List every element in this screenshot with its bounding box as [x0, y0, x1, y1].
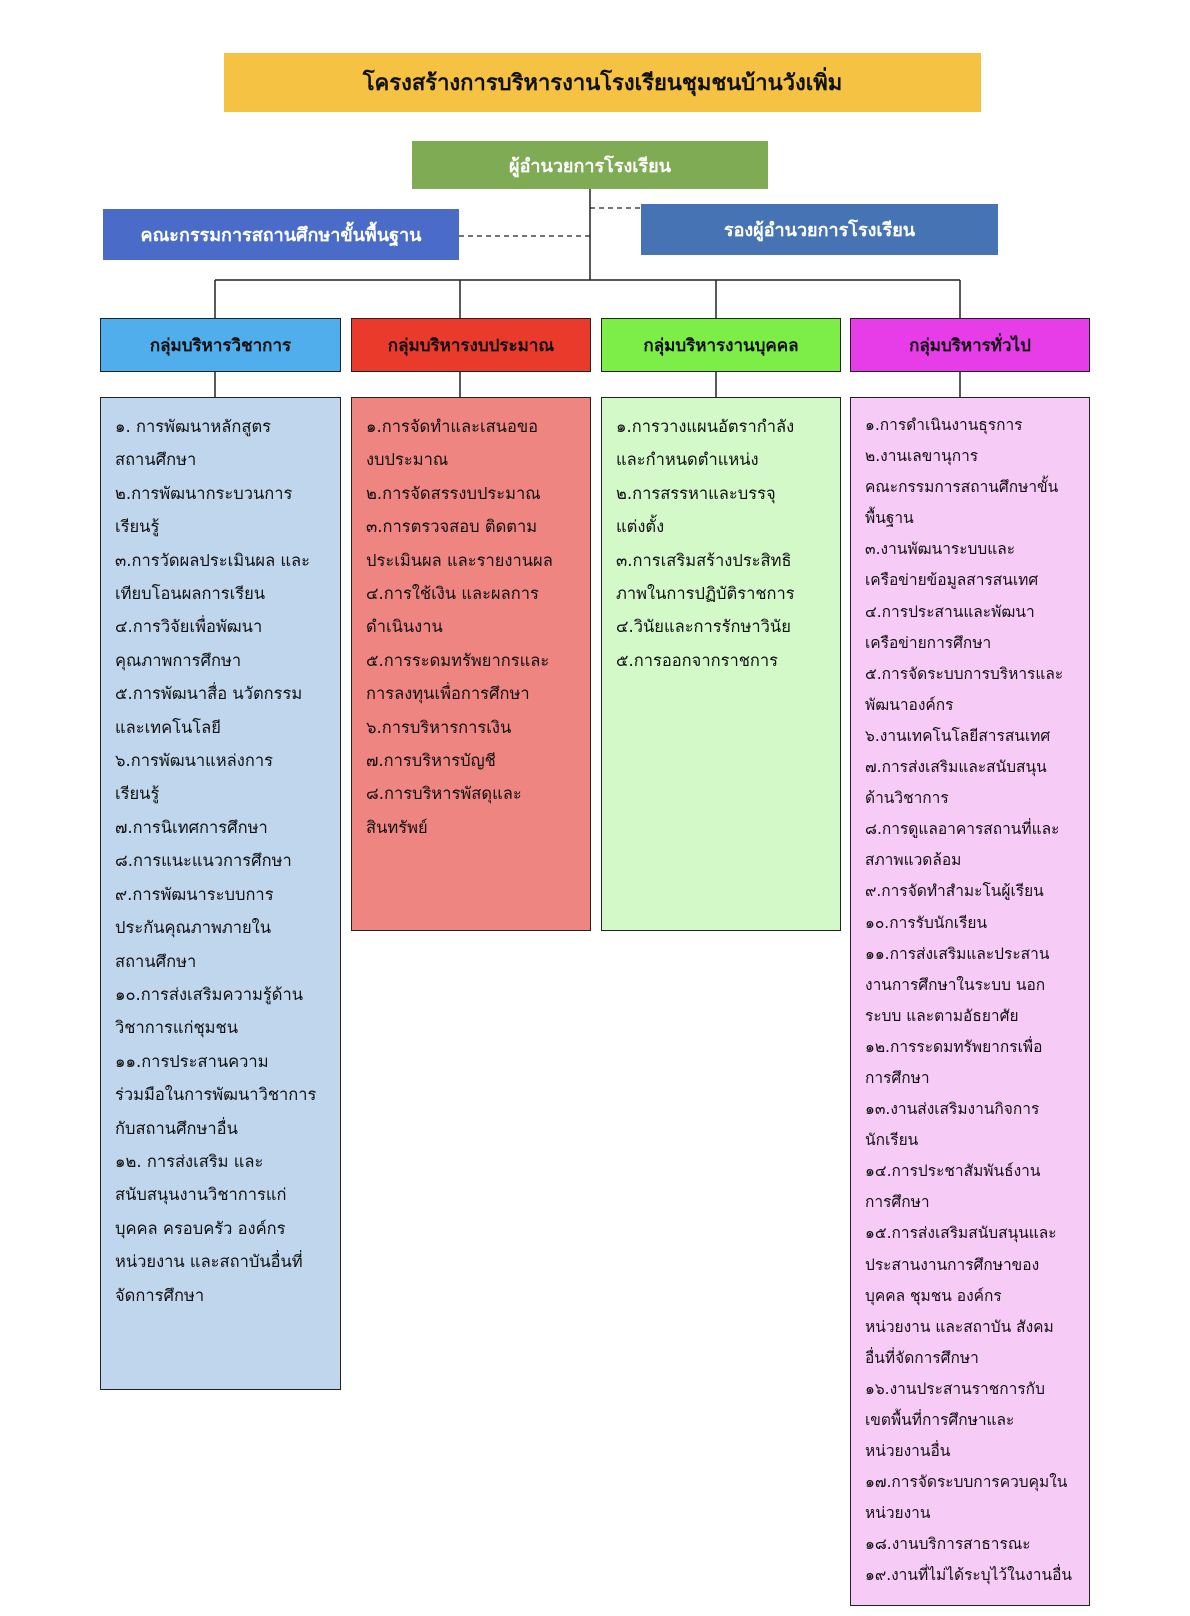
group-header-general: กลุ่มบริหารทั่วไป [850, 318, 1090, 372]
task-line: ๓.การเสริมสร้างประสิทธิ [616, 550, 792, 570]
task-line: เขตพื้นที่การศึกษาและ [865, 1411, 1015, 1429]
task-line: การลงทุนเพื่อการศึกษา [366, 684, 530, 704]
task-line: หน่วยงาน และสถาบัน สังคม [865, 1317, 1054, 1336]
group-header-budget: กลุ่มบริหารงบประมาณ [351, 318, 591, 372]
task-line: เรียนรู้ [115, 784, 160, 804]
task-line: นักเรียน [865, 1131, 919, 1150]
task-line: สภาพแวดล้อม [865, 851, 962, 870]
task-line: สถานศึกษา [115, 951, 197, 971]
task-line: ๑๘.งานบริการสาธารณะ [865, 1535, 1031, 1554]
board-box: คณะกรรมการสถานศึกษาขั้นพื้นฐาน [103, 209, 459, 260]
task-line: ๘.การดูแลอาคารสถานที่และ [865, 820, 1060, 839]
task-line: พัฒนาองค์กร [865, 695, 954, 714]
group-header-personnel: กลุ่มบริหารงานบุคคล [601, 318, 841, 372]
task-line: วิชาการแก่ชุมชน [115, 1018, 239, 1038]
task-line: ๔.การใช้เงิน และผลการ [366, 584, 539, 604]
task-line: ๑๓.งานส่งเสริมงานกิจการ [865, 1100, 1040, 1119]
task-line: ๘.การแนะแนวการศึกษา [115, 851, 292, 871]
task-line: งบประมาณ [366, 450, 449, 470]
task-line: ๘.การบริหารพัสดุและ [366, 784, 522, 804]
task-line: สถานศึกษา [115, 450, 197, 470]
task-line: ภาพในการปฏิบัติราชการ [616, 584, 795, 604]
task-line: ๖.การบริหารการเงิน [366, 717, 512, 737]
task-line: พื้นฐาน [865, 509, 914, 528]
task-line: บุคคล ครอบครัว องค์กร [115, 1218, 286, 1238]
task-line: ๑.การดำเนินงานธุรการ [865, 416, 1023, 434]
task-line: ๑. การพัฒนาหลักสูตร [115, 417, 272, 436]
task-line: ๒.การพัฒนากระบวนการ [115, 483, 293, 503]
task-line: ๕.การระดมทรัพยากรและ [366, 650, 550, 670]
task-line: เครือข่ายข้อมูลสารสนเทศ [865, 571, 1039, 590]
task-line: ๑๐.การส่งเสริมความรู้ด้าน [115, 984, 304, 1004]
group-tasks-personnel: ๑.การวางแผนอัตรากำลังและกำหนดตำแหน่ง๒.กา… [601, 397, 841, 931]
chart-title: โครงสร้างการบริหารงานโรงเรียนชุมชนบ้านวั… [224, 53, 981, 112]
task-line: ๑.การวางแผนอัตรากำลัง [616, 417, 795, 436]
task-line: สนับสนุนงานวิชาการแก่ [115, 1185, 287, 1205]
task-line: ๙.การจัดทำสำมะโนผู้เรียน [865, 882, 1044, 901]
task-line: คุณภาพการศึกษา [115, 650, 242, 670]
task-line: ๗.การนิเทศการศึกษา [115, 817, 268, 837]
task-line: ๑.การจัดทำและเสนอขอ [366, 417, 539, 436]
task-line: ๔.วินัยและการรักษาวินัย [616, 617, 791, 637]
task-line: ๑๙.งานที่ไม่ได้ระบุไว้ในงานอื่น [865, 1566, 1073, 1585]
task-line: ๔.การวิจัยเพื่อพัฒนา [115, 617, 263, 637]
task-line: และเทคโนโลยี [115, 717, 221, 737]
task-line: ประเมินผล และรายงานผล [366, 550, 553, 570]
task-line: ร่วมมือในการพัฒนาวิชาการ [115, 1085, 317, 1105]
task-line: เครือข่ายการศึกษา [865, 633, 992, 652]
task-line: สินทรัพย์ [366, 817, 428, 837]
task-line: ประกันคุณภาพภายใน [115, 918, 271, 938]
task-line: ด้านวิชาการ [865, 789, 949, 808]
task-line: การศึกษา [865, 1193, 930, 1212]
group-tasks-academic: ๑. การพัฒนาหลักสูตรสถานศึกษา๒.การพัฒนากร… [100, 397, 341, 1390]
task-line: ๗.การส่งเสริมและสนับสนุน [865, 758, 1047, 777]
task-line: เทียบโอนผลการเรียน [115, 584, 266, 604]
task-line: ๑๕.การส่งเสริมสนับสนุนและ [865, 1224, 1057, 1243]
task-line: ๑๒. การส่งเสริม และ [115, 1151, 264, 1171]
task-line: ๒.การสรรหาและบรรจุ [616, 483, 776, 503]
task-line: ๙.การพัฒนาระบบการ [115, 884, 274, 904]
task-line: หน่วยงาน [865, 1504, 931, 1523]
task-line: ระบบ และตามอัธยาศัย [865, 1006, 1019, 1025]
task-line: ๓.การตรวจสอบ ติดตาม [366, 517, 538, 537]
task-line: กับสถานศึกษาอื่น [115, 1118, 238, 1138]
task-line: ๒.งานเลขานุการ [865, 447, 979, 466]
task-line: ๑๑.การส่งเสริมและประสาน [865, 944, 1050, 963]
task-line: และกำหนดตำแหน่ง [616, 450, 759, 470]
task-line: ๑๗.การจัดระบบการควบคุมใน [865, 1473, 1068, 1492]
task-line: ๕.การจัดระบบการบริหารและ [865, 664, 1064, 683]
task-line: การศึกษา [865, 1068, 930, 1087]
task-line: ๑๖.งานประสานราชการกับ [865, 1379, 1045, 1398]
task-line: งานการศึกษาในระบบ นอก [865, 975, 1046, 994]
group-tasks-budget: ๑.การจัดทำและเสนอของบประมาณ๒.การจัดสรรงบ… [351, 397, 591, 931]
task-line: ๗.การบริหารบัญชี [366, 751, 496, 771]
task-line: หน่วยงาน และสถาบันอื่นที่ [115, 1252, 303, 1272]
task-line: ประสานงานการศึกษาของ [865, 1255, 1040, 1274]
task-line: ๑๑.การประสานความ [115, 1051, 269, 1071]
task-line: ๕.การออกจากราชการ [616, 650, 779, 670]
task-line: ๕.การพัฒนาสื่อ นวัตกรรม [115, 684, 303, 704]
task-line: เรียนรู้ [115, 517, 160, 537]
task-line: ๓.งานพัฒนาระบบและ [865, 540, 1016, 559]
task-line: ๑๐.การรับนักเรียน [865, 913, 988, 932]
task-line: ๑๒.การระดมทรัพยากรเพื่อ [865, 1037, 1043, 1056]
task-line: แต่งตั้ง [616, 517, 665, 537]
director-box: ผู้อำนวยการโรงเรียน [412, 141, 768, 189]
task-line: ๔.การประสานและพัฒนา [865, 602, 1035, 621]
task-line: หน่วยงานอื่น [865, 1442, 951, 1461]
group-header-academic: กลุ่มบริหารวิชาการ [100, 318, 341, 372]
group-tasks-general: ๑.การดำเนินงานธุรการ๒.งานเลขานุการคณะกรร… [850, 397, 1090, 1606]
task-line: ดำเนินงาน [366, 617, 443, 637]
task-line: ๖.การพัฒนาแหล่งการ [115, 751, 273, 771]
deputy-box: รองผู้อำนวยการโรงเรียน [641, 204, 998, 255]
task-line: อื่นที่จัดการศึกษา [865, 1348, 979, 1367]
task-line: จัดการศึกษา [115, 1285, 205, 1305]
task-line: บุคคล ชุมชน องค์กร [865, 1286, 1002, 1305]
task-line: ๑๔.การประชาสัมพันธ์งาน [865, 1162, 1041, 1181]
task-line: ๒.การจัดสรรงบประมาณ [366, 483, 541, 503]
task-line: ๓.การวัดผลประเมินผล และ [115, 550, 311, 570]
task-line: คณะกรรมการสถานศึกษาขั้น [865, 478, 1059, 497]
task-line: ๖.งานเทคโนโลยีสารสนเทศ [865, 726, 1051, 745]
